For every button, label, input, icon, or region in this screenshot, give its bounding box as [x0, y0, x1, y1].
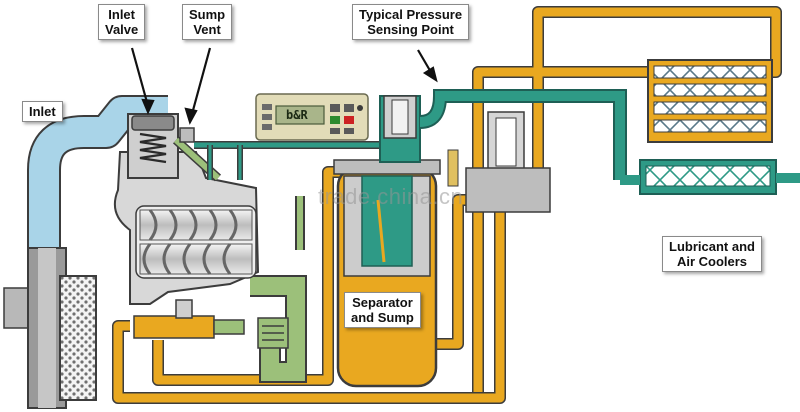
- screw-rotors: [139, 209, 253, 275]
- controller-display: b&R: [286, 108, 308, 122]
- label-lubricant-and-air-coolers: Lubricant and Air Coolers: [662, 236, 762, 272]
- oil-cooler: [647, 59, 773, 143]
- label-inlet-valve: Inlet Valve: [98, 4, 146, 40]
- watermark: trade.china.cn: [318, 184, 464, 209]
- oil-stop-valve: [133, 299, 289, 349]
- inlet-filter: [3, 247, 97, 409]
- label-separator-and-sump: Separator and Sump: [344, 292, 421, 328]
- min-pressure-valve: [447, 111, 551, 213]
- air-cooler: [620, 159, 800, 195]
- callout-arrows: [130, 47, 438, 125]
- air-discharge-line: [419, 89, 627, 180]
- sump-vent[interactable]: [179, 127, 195, 143]
- discharge-riser: [379, 95, 421, 163]
- discharge-line: [250, 196, 307, 383]
- label-typical-pressure-sensing-point: Typical Pressure Sensing Point: [352, 4, 470, 40]
- label-inlet: Inlet: [22, 101, 63, 122]
- label-sump-vent: Sump Vent: [182, 4, 233, 40]
- separator-tank: [333, 159, 441, 388]
- compressor-housing: [114, 151, 260, 305]
- controller-panel[interactable]: [255, 93, 369, 141]
